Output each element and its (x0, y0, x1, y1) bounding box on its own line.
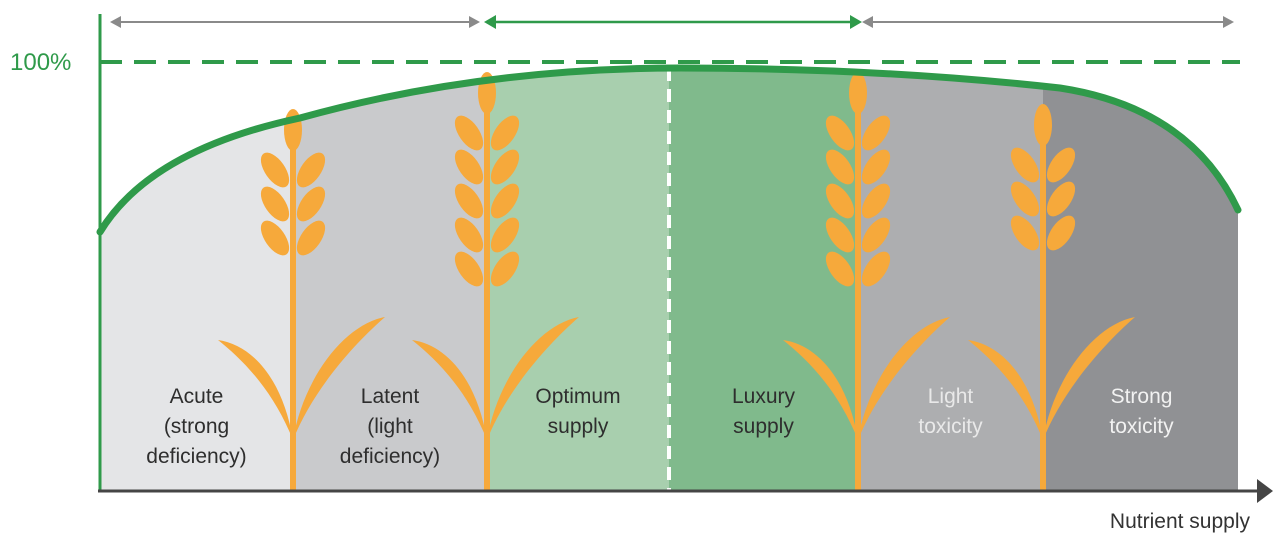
wheat-plant-1 (218, 109, 385, 492)
max-yield-label: 100% (10, 49, 71, 76)
zone-band-light-toxicity (858, 68, 1043, 490)
zone-band-optimum-supply (487, 68, 669, 490)
wheat-plant-4 (968, 104, 1135, 492)
zone-band-luxury-supply (669, 68, 858, 490)
zone-band-latent-deficiency (293, 68, 487, 490)
wheat-plant-3 (783, 72, 950, 492)
deficiency-range-arrow (110, 16, 480, 28)
wheat-plant-2 (412, 72, 579, 492)
zone-bands (100, 68, 1238, 490)
x-axis-arrowhead (1257, 479, 1273, 503)
yield-curve (96, 64, 1242, 236)
x-axis-label: Nutrient supply (1110, 510, 1251, 533)
toxicity-range-arrow (862, 16, 1234, 28)
optimum-range-arrow (484, 15, 862, 29)
range-arrows (110, 15, 1234, 29)
plants-group (218, 72, 1135, 492)
